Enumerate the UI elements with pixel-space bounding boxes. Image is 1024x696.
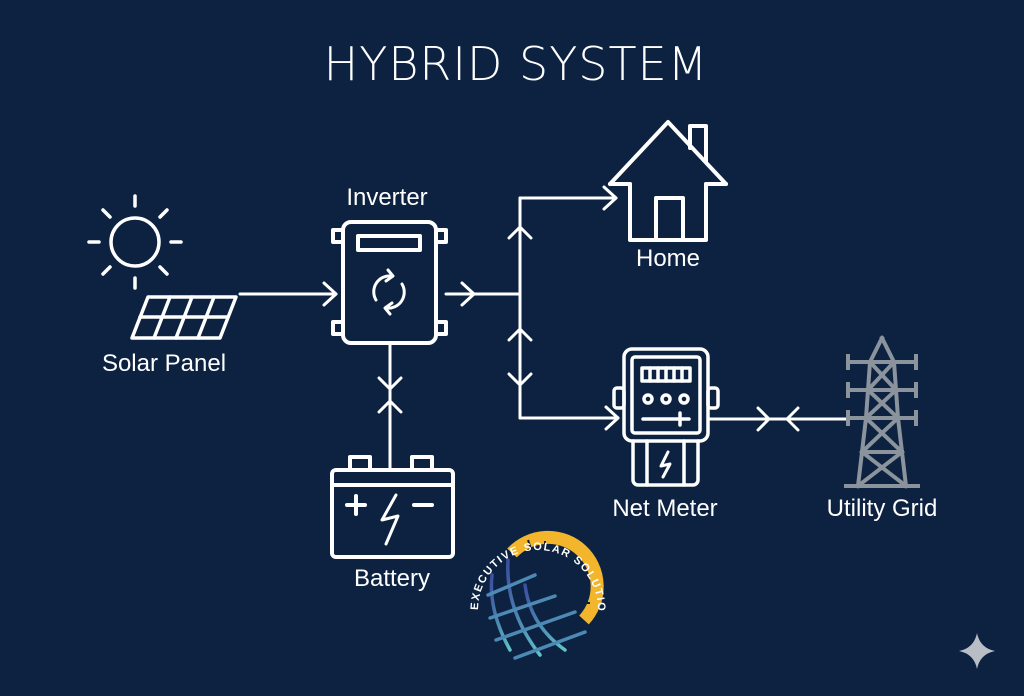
flow-arrow-inverter-battery bbox=[377, 341, 403, 472]
utility-grid-label: Utility Grid bbox=[827, 495, 938, 522]
solar-panel-label: Solar Panel bbox=[102, 350, 226, 377]
net-meter-label: Net Meter bbox=[612, 495, 717, 522]
flow-arrow-inverter-out bbox=[444, 185, 620, 431]
sparkle-icon bbox=[959, 633, 995, 669]
net-meter-icon bbox=[612, 347, 720, 487]
executive-solar-solutions-logo: EXECUTIVE SOLAR SOLUTIONS bbox=[0, 0, 606, 660]
battery-icon bbox=[330, 455, 455, 559]
inverter-icon bbox=[331, 220, 448, 345]
sun-icon bbox=[87, 194, 183, 290]
solar-panel-icon bbox=[130, 295, 238, 340]
battery-label: Battery bbox=[354, 565, 430, 592]
flow-arrow-meter-grid bbox=[706, 406, 850, 432]
flow-arrow-panel-to-inverter bbox=[238, 281, 338, 307]
diagram-title: HYBRID SYSTEM bbox=[324, 37, 709, 91]
home-label: Home bbox=[636, 245, 700, 272]
transmission-tower-icon bbox=[844, 335, 920, 489]
inverter-label: Inverter bbox=[346, 184, 427, 211]
svg-text:EXECUTIVE SOLAR SOLUTIONS: EXECUTIVE SOLAR SOLUTIONS bbox=[0, 0, 606, 613]
home-icon bbox=[608, 120, 728, 242]
logo-text: EXECUTIVE SOLAR SOLUTIONS bbox=[0, 0, 606, 613]
